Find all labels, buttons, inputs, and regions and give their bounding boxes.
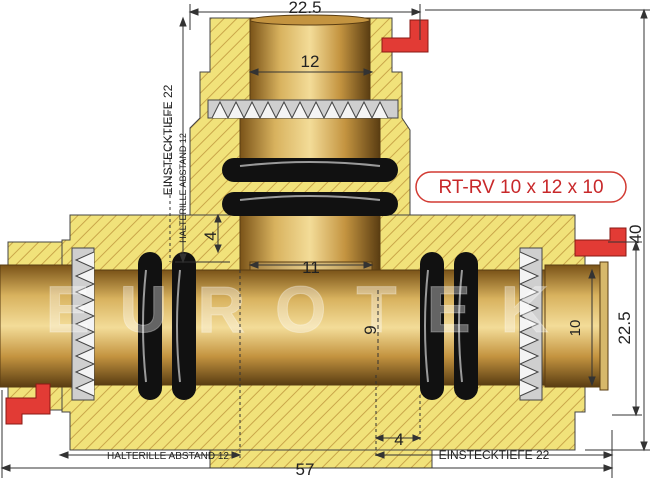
watermark-text: EUROTEK bbox=[46, 272, 579, 346]
red-cap-top-right bbox=[381, 19, 429, 53]
dim-center-bore: 11 bbox=[302, 258, 320, 277]
top-o-rings bbox=[222, 158, 398, 216]
dim-center-small: 9 bbox=[361, 325, 380, 334]
left-pipe bbox=[0, 264, 73, 388]
top-pipe bbox=[249, 17, 371, 111]
right-pipe bbox=[544, 264, 606, 388]
right-o-rings bbox=[420, 252, 478, 400]
dim-total-height: 40 bbox=[626, 225, 645, 244]
red-cap-right bbox=[574, 227, 627, 257]
left-o-rings bbox=[138, 252, 196, 400]
top-clip bbox=[207, 99, 399, 120]
dim-right-height: 22.5 bbox=[615, 311, 634, 344]
red-cap-left bbox=[5, 383, 51, 425]
dimension-labels: 22.5 12 11 9 10 22.5 40 57 4 4 EINSTECKT… bbox=[107, 0, 645, 479]
dim-total-width: 57 bbox=[296, 460, 315, 479]
label-halterille-bottom: HALTERILLE ABSTAND 12 bbox=[107, 451, 229, 462]
label-halterille-top: HALTERILLE ABSTAND 12 bbox=[178, 133, 188, 243]
dim-groove-right: 4 bbox=[394, 430, 403, 449]
o-rings bbox=[138, 158, 478, 400]
dim-right-inner: 10 bbox=[567, 320, 584, 337]
dim-top-inner: 12 bbox=[301, 52, 320, 71]
left-clip bbox=[71, 247, 96, 401]
title-badge: RT-RV 10 x 12 x 10 bbox=[415, 171, 627, 203]
dim-groove-left: 4 bbox=[201, 231, 220, 240]
label-einstecktiefe-top: EINSTECKTIEFE 22 bbox=[161, 84, 175, 195]
right-clip bbox=[518, 247, 543, 401]
product-title: RT-RV 10 x 12 x 10 bbox=[438, 177, 603, 198]
dim-top-width: 22.5 bbox=[288, 0, 321, 17]
clip-springs bbox=[71, 99, 543, 401]
red-caps bbox=[5, 19, 627, 425]
label-einstecktiefe-bottom: EINSTECKTIEFE 22 bbox=[439, 448, 550, 462]
dimension-lines bbox=[0, 4, 650, 478]
